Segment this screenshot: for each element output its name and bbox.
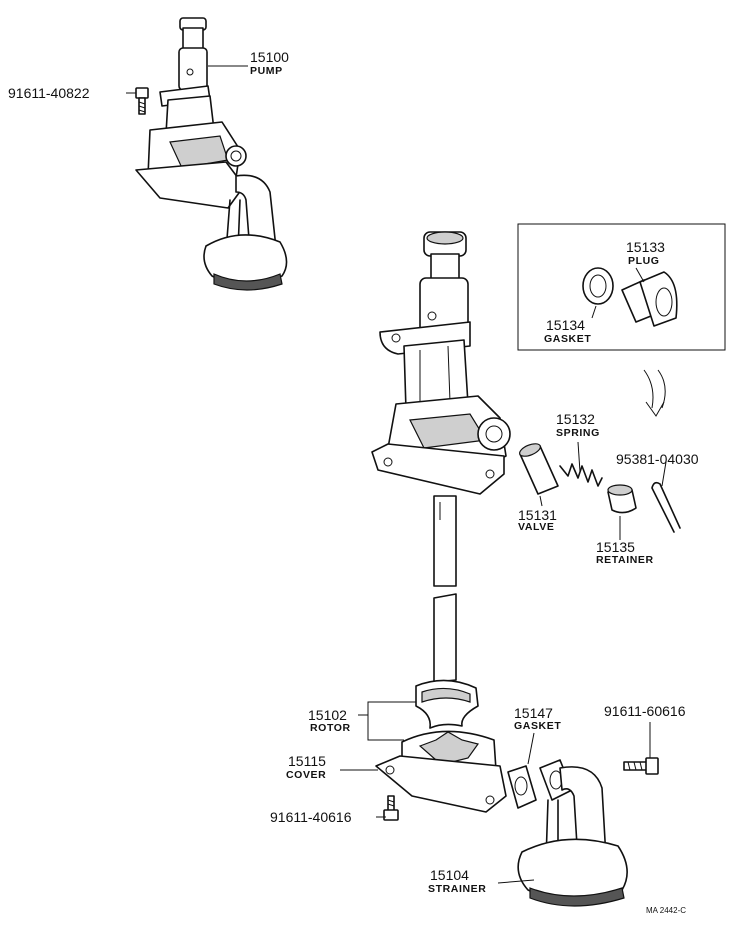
leader-lines <box>126 65 667 884</box>
diagram-code-label: MA 2442-C <box>646 906 686 915</box>
bolt-91611-60616-right-icon <box>623 757 659 775</box>
retainer-name-label: RETAINER <box>596 554 654 566</box>
cover-illustration <box>375 730 507 813</box>
strainer-gasket-number-label: 15147 <box>514 705 553 721</box>
rotor-name-label: ROTOR <box>310 722 351 734</box>
plug-gasket-illustration <box>582 267 614 305</box>
cover-number-label: 15115 <box>288 753 326 769</box>
down-arrow-icon <box>643 369 666 417</box>
cotter-pin-illustration <box>651 481 681 533</box>
assembled-pump-illustration <box>135 17 288 291</box>
bolt-right-number-label: 91611-60616 <box>604 703 686 719</box>
bolt-bottom-number-label: 91611-40616 <box>270 809 352 825</box>
cover-name-label: COVER <box>286 769 326 781</box>
plug-detail-box <box>517 223 726 351</box>
retainer-number-label: 15135 <box>596 539 635 555</box>
relief-spring-illustration <box>559 463 603 487</box>
retainer-illustration <box>607 484 637 514</box>
plug-name-label: PLUG <box>628 255 660 267</box>
rotor-illustration <box>415 679 479 729</box>
plug-gasket-number-label: 15134 <box>546 317 585 333</box>
spring-name-label: SPRING <box>556 427 600 439</box>
spring-number-label: 15132 <box>556 411 595 427</box>
strainer-illustration <box>517 759 628 907</box>
bolt-91611-40822-icon <box>135 87 149 115</box>
valve-number-label: 15131 <box>518 507 557 523</box>
pump-body-illustration <box>371 231 511 495</box>
bolt-top-number-label: 91611-40822 <box>8 85 90 101</box>
plug-illustration <box>621 271 678 327</box>
plug-gasket-name-label: GASKET <box>544 333 591 345</box>
strainer-name-label: STRAINER <box>428 883 486 895</box>
relief-valve-illustration <box>519 443 559 495</box>
rotor-number-label: 15102 <box>308 707 347 723</box>
gasket-15147-illustration <box>507 765 537 809</box>
strainer-number-label: 15104 <box>430 867 469 883</box>
valve-name-label: VALVE <box>518 521 554 533</box>
pin-number-label: 95381-04030 <box>616 451 699 467</box>
drive-shaft-illustration <box>433 495 457 683</box>
pump-name-label: PUMP <box>250 65 283 77</box>
plug-number-label: 15133 <box>626 239 665 255</box>
strainer-gasket-name-label: GASKET <box>514 720 561 732</box>
pump-number-label: 15100 <box>250 49 289 65</box>
bolt-91611-40616-bottom-icon <box>383 795 399 821</box>
